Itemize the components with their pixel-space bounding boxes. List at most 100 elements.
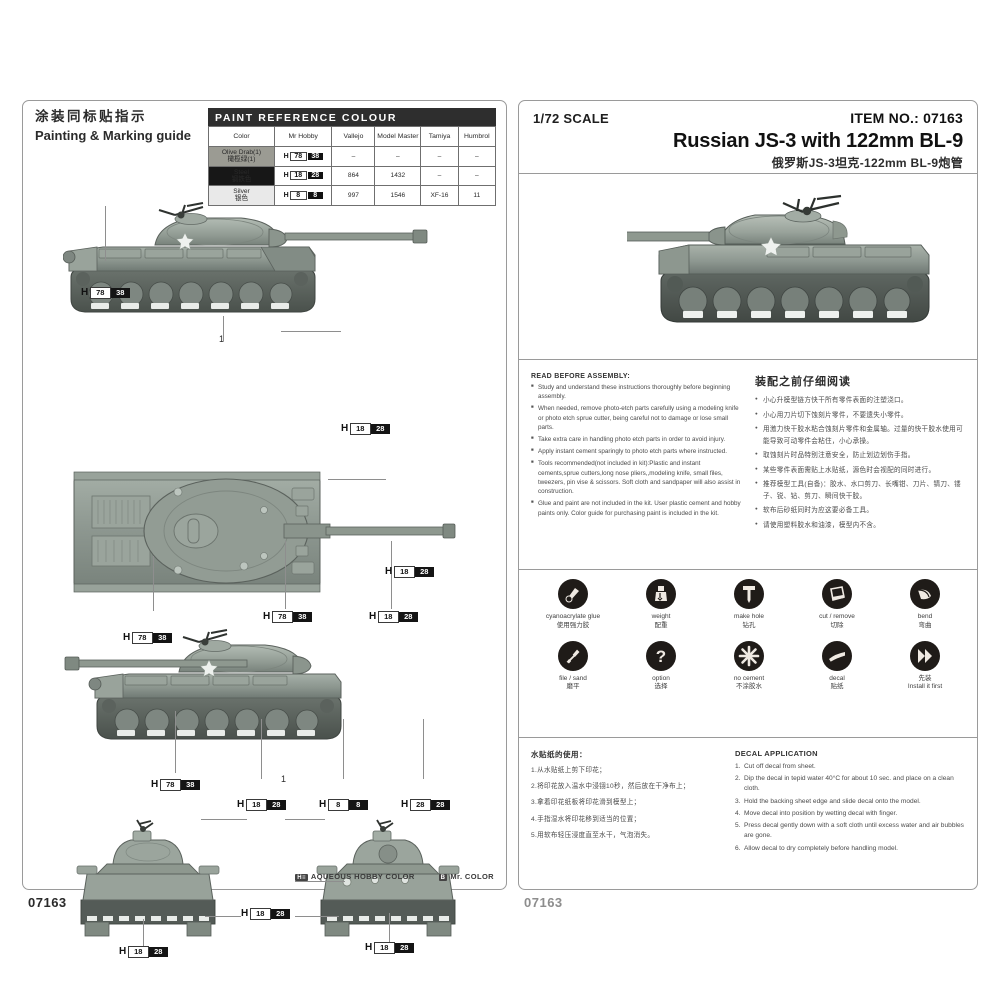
symbol-row-2: file / sand 磨平 ? option 选择 no cement 不涂胶… — [529, 640, 969, 693]
symbol-decal: decal 贴纸 — [794, 640, 880, 693]
symbol-label-en: bend — [917, 613, 933, 620]
col-tamiya: Tamiya — [420, 126, 459, 147]
callout-white-code: 18 — [127, 946, 149, 958]
list-item: Apply instant cement sparingly to photo … — [531, 447, 743, 456]
list-item: Move decal into position by wetting deca… — [735, 809, 898, 819]
paint-callout[interactable]: H 18 28 — [369, 611, 418, 623]
col-color: Color — [208, 126, 275, 147]
callout-black-code: 28 — [430, 799, 450, 810]
list-item: Cut off decal from sheet. — [735, 762, 816, 772]
paint-callout[interactable]: H 78 38 — [151, 779, 200, 791]
decal-cn-line: 2.将印花放入温水中浸䦀10秒，然后放在干净布上； — [531, 783, 690, 791]
paint-callout[interactable]: H 18 28 — [341, 423, 390, 435]
humbrol-code: – — [457, 146, 497, 167]
file-sand-icon — [558, 640, 588, 671]
color-swatch-steel: Steel 钢铁色 — [208, 165, 275, 186]
symbol-label-cn: 钻孔 — [742, 621, 756, 629]
callout-white-code: 18 — [377, 611, 399, 623]
glue-icon — [558, 579, 588, 609]
painting-guide-title-cn: 涂装同标贴指示 — [35, 109, 147, 124]
paint-callout[interactable]: H 78 38 — [263, 611, 312, 623]
list-item: Glue and paint are not included in the k… — [531, 499, 743, 518]
callout-black-code: 38 — [152, 632, 172, 643]
color-name-cn: 橄榄绿(1) — [227, 156, 256, 164]
leader-line — [201, 819, 247, 820]
decal-application-block-en: DECAL APPLICATION Cut off decal from she… — [735, 749, 967, 856]
paint-callout[interactable]: H 18 28 — [119, 946, 168, 958]
hobby-black-code: 38 — [307, 152, 323, 160]
list-item: Hold the backing sheet edge and slide de… — [735, 797, 921, 807]
paint-callout[interactable]: H 28 28 — [401, 799, 450, 811]
symbol-option: ? option 选择 — [618, 640, 704, 693]
list-item: 用激力快干胶水粘合蚀刻片零件和金属轴。过量的快干胶水使用可能导致可动零件会粘住，… — [755, 424, 965, 447]
scale-label: 1/72 SCALE — [533, 111, 609, 126]
read-before-assembly-block-cn: 装配之前仔细阅读 小心升模型链方快干所有零件表面的注塑浇口。 小心用刀片切下蚀刻… — [755, 373, 965, 534]
callout-prefix: H — [123, 631, 131, 643]
leader-line — [105, 206, 106, 261]
callout-white-code: 78 — [89, 287, 111, 299]
symbol-install-first: 先装 Install it first — [882, 640, 968, 693]
paint-callout[interactable]: H 18 28 — [365, 942, 414, 954]
hobby-black-code: 28 — [307, 172, 323, 180]
list-item: Dip the decal in tepid water 40°C for ab… — [735, 774, 954, 793]
decal-cn-line: 4.手指湿水将印花移到适当的位置； — [531, 815, 641, 823]
decal-en-heading: DECAL APPLICATION — [735, 749, 818, 758]
model-master-code: – — [374, 146, 422, 167]
mr-hobby-code: H 8 8 — [273, 185, 333, 206]
paint-table-title: PAINT REFERENCE COLOUR — [208, 108, 496, 126]
callout-prefix: H — [263, 610, 271, 622]
paint-callout[interactable]: H 78 38 — [81, 287, 130, 299]
symbol-label-cn: 弯曲 — [918, 621, 932, 629]
decal-cn-line: 5.用软布轻压浸度直至水干，气泡消失。 — [531, 831, 655, 839]
divider — [519, 359, 977, 360]
divider — [519, 173, 977, 174]
decal-icon — [822, 640, 852, 671]
col-mr-hobby: Mr Hobby — [273, 126, 333, 147]
color-swatch-olive: Olive Drab(1) 橄榄绿(1) — [208, 146, 275, 167]
left-footer-code: 07163 — [28, 895, 67, 910]
symbol-file-sand: file / sand 磨平 — [530, 640, 616, 693]
callout-white-code: 18 — [393, 566, 415, 578]
legend-label-mrcolor: Mr. COLOR — [450, 871, 494, 881]
rba-list: Study and understand these instructions … — [531, 383, 743, 518]
symbol-make-hole: make hole 钻孔 — [706, 579, 792, 631]
color-name-en: Steel — [233, 168, 250, 176]
hobby-prefix: H — [283, 152, 289, 160]
paint-callout[interactable]: H 18 28 — [237, 799, 286, 811]
list-item: Press decal gently down with a soft clot… — [735, 821, 964, 840]
callout-black-code: 28 — [148, 946, 168, 957]
callout-prefix: H — [237, 798, 245, 810]
symbol-label-en: file / sand — [559, 674, 587, 682]
paint-callout[interactable]: H 18 28 — [385, 566, 434, 578]
table-row: Steel 钢铁色 H 18 28 864 1432 – — [208, 165, 497, 186]
symbol-label-cn: 贴纸 — [830, 683, 844, 691]
color-name-en: Silver — [233, 188, 250, 195]
callout-prefix: H — [341, 422, 349, 434]
symbol-cut-remove: cut / remove 切除 — [794, 579, 880, 631]
leader-line — [223, 316, 224, 341]
callout-white-code: 18 — [249, 908, 271, 920]
color-swatch-silver: Silver 银色 — [208, 185, 275, 206]
item-number: ITEM NO.: 07163 — [850, 110, 963, 126]
leader-line — [143, 919, 144, 949]
paint-callout[interactable]: H 78 38 — [123, 632, 172, 644]
paint-callout[interactable]: H 8 8 — [319, 799, 368, 811]
callout-black-code: 28 — [370, 423, 390, 434]
callout-prefix: H — [401, 798, 409, 810]
callout-white-code: 78 — [271, 611, 293, 623]
bend-icon — [910, 579, 940, 609]
callout-prefix: H — [385, 565, 393, 577]
callout-white-code: 18 — [373, 942, 395, 954]
leader-line — [175, 711, 176, 773]
callout-prefix: H — [369, 610, 377, 622]
callout-white-code: 18 — [349, 423, 371, 435]
humbrol-code: 11 — [457, 185, 497, 206]
index-mark: 1 — [281, 774, 287, 784]
paint-callout[interactable]: H 18 28 — [241, 908, 290, 920]
list-item: Allow decal to dry completely before han… — [735, 844, 898, 854]
svg-text:?: ? — [656, 647, 666, 666]
decal-en-list: Cut off decal from sheet. Dip the decal … — [735, 762, 967, 854]
leader-line — [261, 719, 262, 779]
callout-black-code: 28 — [270, 908, 290, 919]
